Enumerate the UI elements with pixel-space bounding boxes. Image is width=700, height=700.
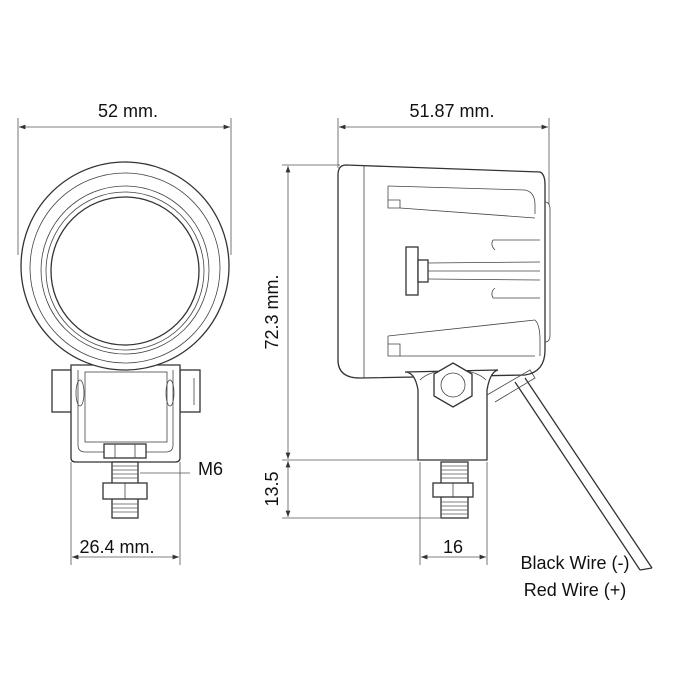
- bracket-width-label: 26.4 mm.: [79, 537, 154, 557]
- front-bracket: [51, 364, 201, 463]
- bolt-length-label: 13.5: [262, 471, 282, 506]
- hex-nut: [433, 362, 473, 408]
- lamp-front: [20, 161, 230, 371]
- side-bracket-width-label: 16: [443, 537, 463, 557]
- lamp-side: [337, 164, 551, 379]
- height-label: 72.3 mm.: [262, 274, 282, 349]
- red-wire-label: Red Wire (+): [524, 580, 627, 600]
- depth-label: 51.87 mm.: [409, 101, 494, 121]
- side-bolt: [432, 461, 474, 519]
- wire: [514, 377, 653, 571]
- lens: [50, 196, 200, 346]
- black-wire-label: Black Wire (-): [521, 553, 630, 573]
- side-view: 51.87 mm.: [262, 101, 653, 600]
- side-bracket: [404, 362, 536, 461]
- width-label: 52 mm.: [98, 101, 158, 121]
- thread-label: M6: [198, 459, 223, 479]
- front-view: 52 mm.: [17, 101, 232, 565]
- front-bolt: [102, 461, 148, 519]
